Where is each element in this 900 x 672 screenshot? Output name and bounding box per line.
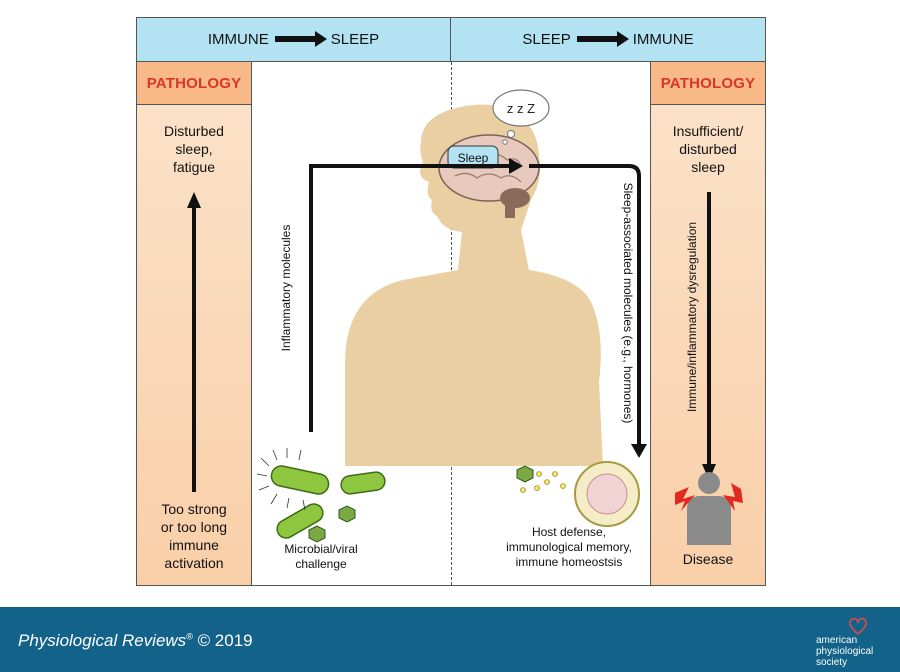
host-label-line: Host defense, <box>531 525 607 539</box>
bacterium-shape <box>276 503 324 539</box>
microbe-label-line: Microbial/viral <box>284 542 358 556</box>
bacterium-pili <box>256 448 306 511</box>
right-pathology-panel: PATHOLOGY Insufficient/ disturbed sleep … <box>650 62 765 585</box>
society-heart-icon <box>848 617 868 635</box>
right-top-line: sleep <box>691 159 725 175</box>
immune-cell-nucleus <box>586 473 628 515</box>
footer-bar: Physiological Reviews® © 2019 american p… <box>0 607 900 672</box>
left-top-text: Disturbed sleep, fatigue <box>137 122 251 176</box>
host-label-line: immune homeostsis <box>515 555 623 569</box>
up-arrow-icon <box>187 192 201 492</box>
disease-label: Disease <box>682 551 734 567</box>
arrow-head-icon <box>631 444 647 458</box>
inflammatory-molecules-label: Inflammatory molecules <box>279 224 293 352</box>
left-bottom-text: Too strong or too long immune activation <box>137 500 251 572</box>
sleep-label: Sleep <box>458 151 489 165</box>
thought-bubble-dot <box>507 130 515 138</box>
journal-citation: Physiological Reviews® © 2019 <box>18 631 253 651</box>
thought-bubble-dot <box>502 139 508 145</box>
society-text: american physiological society <box>816 635 873 668</box>
microbe-label: Microbial/viral challenge <box>261 542 381 572</box>
right-top-line: Insufficient/ <box>672 123 744 139</box>
registered-mark: ® <box>186 631 193 642</box>
header-left-from: IMMUNE <box>207 31 269 48</box>
sleep-molecules-arrow <box>529 164 641 446</box>
thought-bubble <box>492 89 550 127</box>
society-logo: american physiological society <box>816 617 886 668</box>
left-bottom-line: activation <box>164 555 224 571</box>
header-immune-to-sleep: IMMUNE SLEEP <box>137 18 451 62</box>
arrow-head-icon <box>509 158 523 174</box>
microbe-label-line: challenge <box>295 557 347 571</box>
left-bottom-line: immune <box>169 537 219 553</box>
host-defense-label: Host defense, immunological memory, immu… <box>489 525 649 570</box>
journal-name: Physiological Reviews <box>18 631 187 650</box>
arrow-right-icon <box>274 30 327 47</box>
diagram-frame: IMMUNE SLEEP SLEEP IMMUNE PATHOLOGY Dist… <box>136 17 766 586</box>
left-bottom-line: or too long <box>160 519 228 535</box>
bacterium-shape <box>270 465 330 495</box>
header-right-from: SLEEP <box>522 31 571 48</box>
right-top-line: disturbed <box>679 141 737 157</box>
right-top-text: Insufficient/ disturbed sleep <box>651 122 765 176</box>
sleep-molecules-label-wrap: Sleep-associated molecules (e.g., hormon… <box>619 168 637 438</box>
brainstem-shape <box>505 202 515 218</box>
body-illustration: Sleep z z Z <box>256 89 647 543</box>
left-top-line: sleep, <box>175 141 213 157</box>
header-sleep-to-immune: SLEEP IMMUNE <box>451 18 765 62</box>
right-pathology-title: PATHOLOGY <box>651 62 765 105</box>
human-body-shape <box>345 104 603 466</box>
left-top-line: Disturbed <box>164 123 224 139</box>
arrow-right-icon <box>576 30 629 47</box>
snore-text: z z Z <box>507 101 535 116</box>
sick-person-icon <box>675 472 743 545</box>
left-bottom-line: Too strong <box>161 501 227 517</box>
sleep-molecules-label: Sleep-associated molecules (e.g., hormon… <box>621 182 635 424</box>
down-arrow-icon <box>702 192 716 480</box>
inflammatory-label-wrap: Inflammatory molecules <box>277 198 295 378</box>
virus-shape <box>338 505 356 523</box>
virus-shape <box>308 525 326 543</box>
inflammatory-arrow <box>309 164 515 432</box>
left-pathology-panel: PATHOLOGY Disturbed sleep, fatigue Too s… <box>137 62 252 585</box>
copyright-year: © 2019 <box>197 631 253 650</box>
header-right-to: IMMUNE <box>632 31 694 48</box>
society-line: american <box>816 635 858 646</box>
virus-shape <box>516 465 534 483</box>
header-left-to: SLEEP <box>330 31 380 48</box>
society-line: physiological <box>816 646 874 657</box>
left-pathology-title: PATHOLOGY <box>137 62 251 105</box>
society-line: society <box>816 657 848 668</box>
cytokine-dots <box>520 471 566 493</box>
left-top-line: fatigue <box>172 159 216 175</box>
right-vertical-label: Immune/inflammatory dysregulation <box>685 221 699 413</box>
host-label-line: immunological memory, <box>506 540 632 554</box>
bacterium-shape <box>340 471 386 495</box>
